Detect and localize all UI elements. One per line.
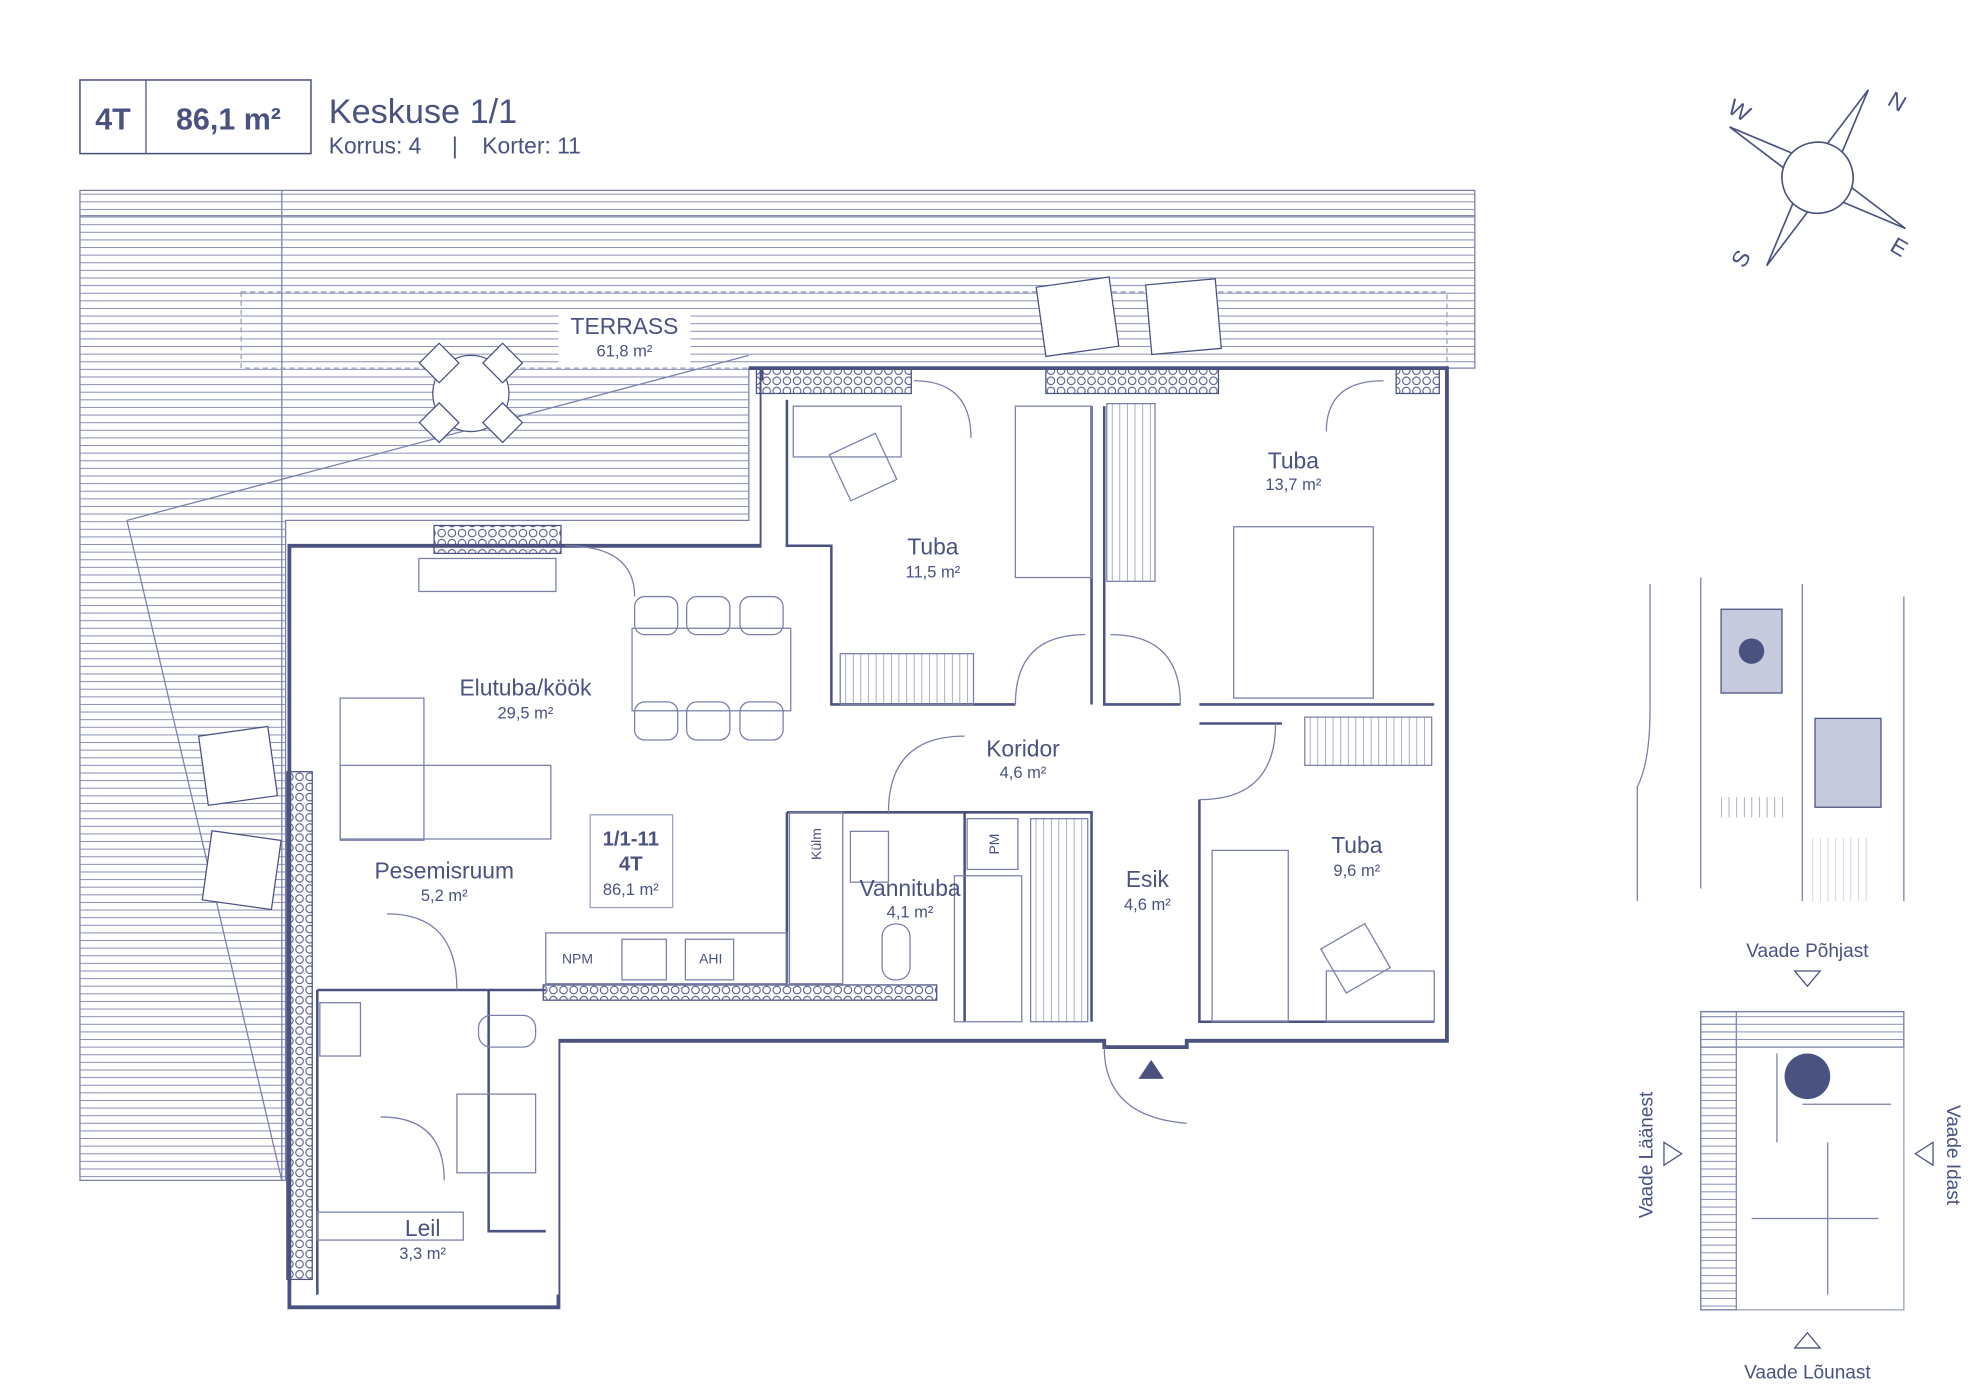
separator: | — [452, 133, 458, 159]
view-north-arrow-icon — [1793, 970, 1822, 988]
fridge-label: Külm — [808, 828, 824, 860]
lounge-chair-icon — [197, 725, 279, 807]
corridor-name: Koridor — [986, 735, 1060, 761]
room-labels: TERRASS 61,8 m² Tuba 11,5 m² Tuba 13,7 m… — [374, 313, 1382, 1263]
dishwasher-label: NPM — [562, 950, 593, 966]
lounge-chair-icon — [201, 830, 282, 911]
oven-label: AHI — [699, 950, 722, 966]
bedroom2-area: 13,7 m² — [1265, 476, 1321, 494]
terrace-name: TERRASS — [571, 313, 679, 339]
bedroom2-name: Tuba — [1268, 447, 1319, 473]
apartment-type: 4T — [95, 102, 131, 136]
view-west-arrow-icon — [1663, 1141, 1683, 1167]
unit-area: 86,1 m² — [603, 881, 659, 899]
apartment-area: 86,1 m² — [176, 102, 281, 136]
bedroom3-name: Tuba — [1331, 832, 1382, 858]
compass-w: W — [1724, 94, 1756, 128]
unit-code: 1/1-11 — [603, 828, 659, 850]
lounge-chair-icon — [1035, 276, 1120, 358]
apartment-number: Korter: 11 — [482, 133, 581, 159]
hall-area: 4,6 m² — [1124, 896, 1171, 914]
address-title: Keskuse 1/1 — [329, 93, 518, 131]
view-east-arrow-icon — [1914, 1141, 1934, 1167]
site-location-marker — [1738, 638, 1765, 664]
bedroom3-area: 9,6 m² — [1333, 862, 1380, 880]
washer-label: PM — [986, 834, 1002, 855]
bedroom1-name: Tuba — [907, 534, 958, 560]
apartment-walls — [286, 366, 1449, 1310]
unit-box — [589, 814, 674, 909]
washroom-name: Pesemisruum — [374, 857, 514, 883]
compass-icon — [1729, 89, 1906, 267]
terrace-area-value: 61,8 m² — [596, 343, 652, 361]
sauna-area: 3,3 m² — [399, 1245, 446, 1263]
terrace-table-icon — [418, 342, 524, 444]
living-area: 29,5 m² — [497, 704, 553, 722]
unit-location-marker — [1784, 1053, 1831, 1100]
sauna-name: Leil — [405, 1215, 441, 1241]
header-box — [79, 79, 312, 155]
view-south-label: Vaade Lõunast — [1744, 1362, 1871, 1383]
bathroom-name: Vannituba — [859, 875, 960, 901]
view-north-label: Vaade Põhjast — [1746, 941, 1869, 962]
compass-s: S — [1726, 245, 1756, 271]
header: 4T 86,1 m² Keskuse 1/1 Korrus: 4 | Korte… — [79, 79, 581, 159]
hall-name: Esik — [1126, 866, 1170, 892]
key-plan: Vaade Põhjast Vaade Lõunast Vaade Läänes… — [1637, 941, 1963, 1383]
compass-n: N — [1884, 86, 1911, 117]
bedroom1-area: 11,5 m² — [906, 564, 961, 582]
view-west-label: Vaade Läänest — [1637, 1091, 1658, 1218]
floor-label: Korrus: 4 — [329, 133, 422, 159]
view-south-arrow-icon — [1793, 1331, 1822, 1349]
bathroom-area: 4,1 m² — [887, 904, 934, 922]
corridor-area: 4,6 m² — [1000, 764, 1047, 782]
unit-type: 4T — [619, 854, 643, 876]
washroom-area: 5,2 m² — [421, 887, 468, 905]
view-east-label: Vaade Idast — [1942, 1105, 1963, 1206]
entrance-arrow-icon — [1138, 1059, 1164, 1079]
lounge-chair-icon — [1144, 278, 1223, 356]
site-map — [1624, 571, 1958, 908]
living-name: Elutuba/köök — [459, 675, 592, 701]
compass-e: E — [1886, 232, 1912, 262]
